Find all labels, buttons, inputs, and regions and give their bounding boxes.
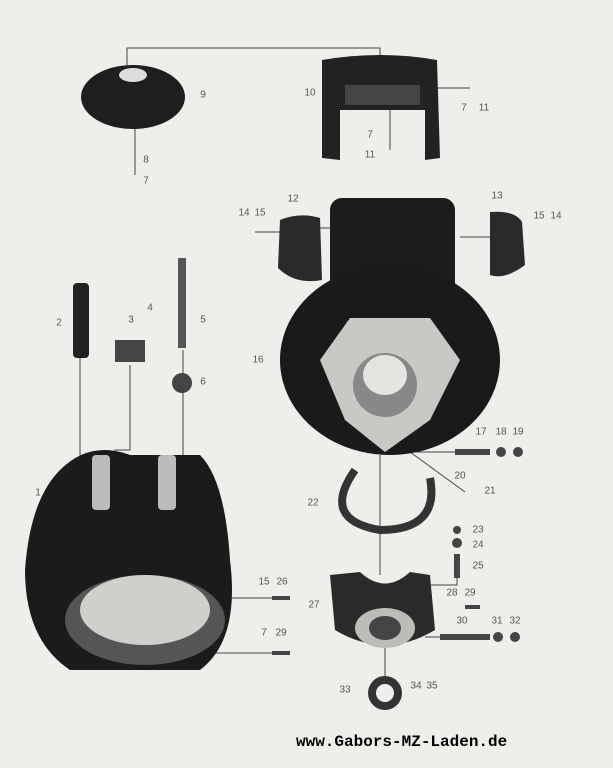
label-part-18: 18: [495, 426, 507, 438]
label-part-24: 24: [472, 539, 484, 551]
label-part-21: 21: [484, 485, 496, 497]
label-part-33: 33: [339, 684, 351, 696]
part-10-shroud: [322, 55, 440, 160]
part-16-housing: [280, 198, 500, 455]
label-part-4: 4: [147, 302, 153, 314]
part-2-sleeve: [73, 283, 89, 358]
part-9-cover: [81, 65, 185, 129]
label-part-12: 12: [287, 193, 299, 205]
label-part-2: 2: [56, 317, 62, 329]
label-part-10: 10: [304, 87, 316, 99]
label-part-7: 7: [261, 627, 267, 639]
hardware: [272, 447, 523, 655]
part-13-side-cover: [490, 211, 525, 277]
watermark: www.Gabors-MZ-Laden.de: [296, 733, 508, 751]
part-27-bearing-housing: [330, 572, 435, 648]
label-part-27: 27: [308, 599, 320, 611]
label-part-7: 7: [461, 102, 467, 114]
part-6-bushing: [172, 373, 192, 393]
label-part-13: 13: [491, 190, 503, 202]
label-part-35: 35: [426, 680, 438, 692]
label-part-8: 8: [143, 154, 149, 166]
part-5-shaft: [178, 258, 186, 348]
label-part-25: 25: [472, 560, 484, 572]
label-part-7: 7: [367, 129, 373, 141]
label-part-14: 14: [238, 207, 250, 219]
part-3-plate: [115, 340, 145, 362]
part-22-gasket: [338, 467, 436, 535]
label-part-19: 19: [512, 426, 524, 438]
label-part-26: 26: [276, 576, 288, 588]
label-part-1: 1: [35, 487, 41, 499]
label-part-31: 31: [491, 615, 503, 627]
label-part-7: 7: [143, 175, 149, 187]
label-part-28: 28: [446, 587, 458, 599]
label-part-11: 11: [364, 149, 376, 161]
part-33-ring-hole: [376, 684, 394, 702]
label-part-11: 11: [478, 102, 490, 114]
label-part-15: 15: [254, 207, 266, 219]
label-part-30: 30: [456, 615, 468, 627]
label-part-5: 5: [200, 314, 206, 326]
label-part-17: 17: [475, 426, 487, 438]
label-part-16: 16: [252, 354, 264, 366]
label-part-14: 14: [550, 210, 562, 222]
label-part-22: 22: [307, 497, 319, 509]
label-part-29: 29: [275, 627, 287, 639]
part-1-crankcase: [25, 450, 232, 670]
label-part-9: 9: [200, 89, 206, 101]
label-part-23: 23: [472, 524, 484, 536]
label-part-3: 3: [128, 314, 134, 326]
label-part-32: 32: [509, 615, 521, 627]
label-part-15: 15: [533, 210, 545, 222]
label-part-15: 15: [258, 576, 270, 588]
label-part-6: 6: [200, 376, 206, 388]
label-part-34: 34: [410, 680, 422, 692]
part-12-side-cover: [278, 215, 322, 282]
label-part-29: 29: [464, 587, 476, 599]
label-part-20: 20: [454, 470, 466, 482]
